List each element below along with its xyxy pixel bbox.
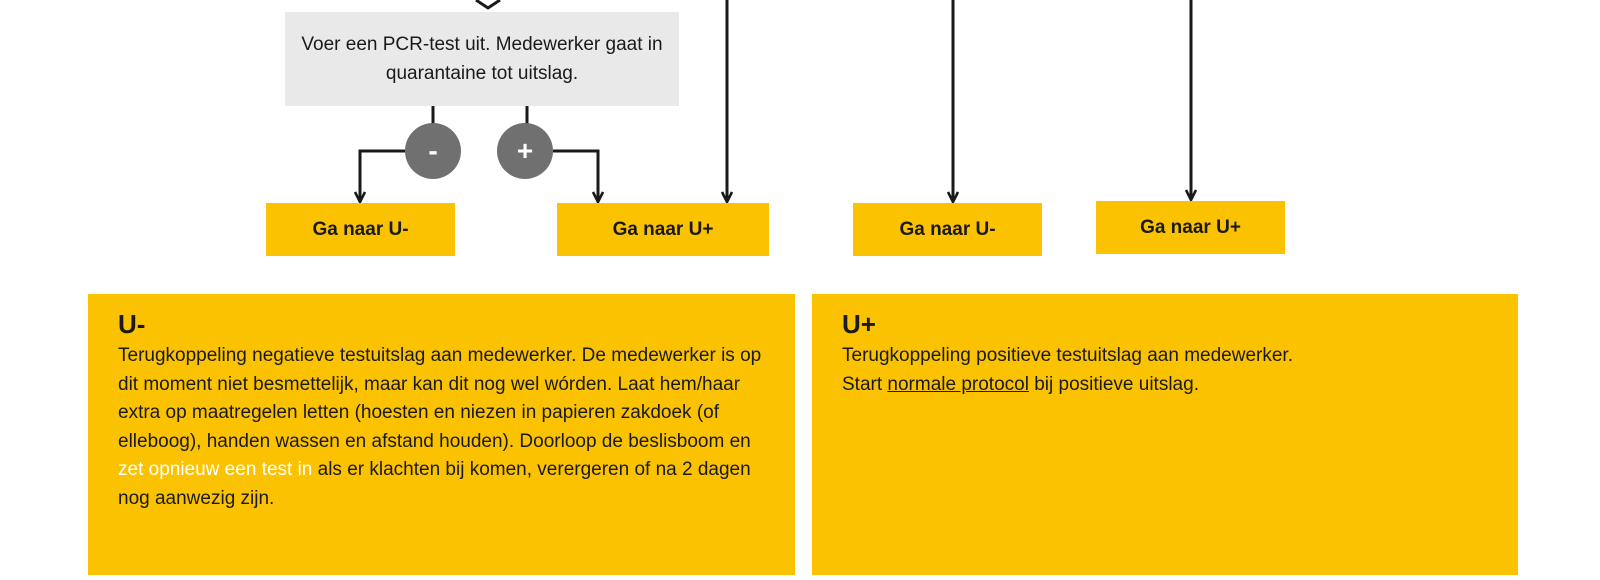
goto-label: Ga naar U+: [1140, 216, 1241, 238]
goto-label: Ga naar U-: [312, 218, 409, 240]
goto-u-minus-box: Ga naar U-: [853, 203, 1042, 256]
arrow-positive-to-goto: [553, 149, 598, 202]
u-plus-heading: U+: [842, 309, 876, 339]
u-plus-line2-before: Start: [842, 373, 888, 395]
u-minus-text-before: Terugkoppeling negatieve testuitslag aan…: [118, 345, 762, 452]
negative-result-circle: -: [405, 123, 461, 179]
u-minus-panel: U- Terugkoppeling negatieve testuitslag …: [88, 294, 795, 575]
goto-u-plus-box: Ga naar U+: [557, 203, 769, 256]
new-test-link[interactable]: zet opnieuw een test in: [118, 459, 313, 481]
pcr-test-text: Voer een PCR-test uit. Medewerker gaat i…: [301, 34, 663, 84]
arrow-negative-to-goto: [360, 149, 405, 202]
positive-sign: +: [516, 135, 534, 166]
goto-label: Ga naar U-: [899, 218, 996, 240]
u-minus-text-after: als er klachten bij komen, verergeren of…: [118, 459, 751, 509]
u-minus-title: U-: [118, 309, 146, 339]
normal-protocol-link[interactable]: normale protocol: [887, 373, 1029, 395]
positive-result-circle: +: [497, 123, 553, 179]
goto-u-minus-box: Ga naar U-: [266, 203, 455, 256]
negative-sign: -: [428, 135, 438, 166]
u-plus-panel: Ga naar U+ U+ Terugkoppeling positieve t…: [812, 294, 1518, 575]
u-plus-line1: Terugkoppeling positieve testuitslag aan…: [842, 345, 1293, 366]
goto-u-plus-box: Ga naar U+: [1096, 201, 1285, 254]
goto-label: Ga naar U+: [612, 218, 714, 240]
arrow-into-pcr-box: [475, 0, 501, 10]
u-plus-line2-after: bij positieve uitslag.: [1028, 373, 1199, 395]
pcr-test-box: Voer een PCR-test uit. Medewerker gaat i…: [285, 12, 679, 106]
u-plus-description: Terugkoppeling positieve testuitslag aan…: [842, 342, 1488, 399]
u-minus-description: Terugkoppeling negatieve testuitslag aan…: [118, 342, 765, 514]
